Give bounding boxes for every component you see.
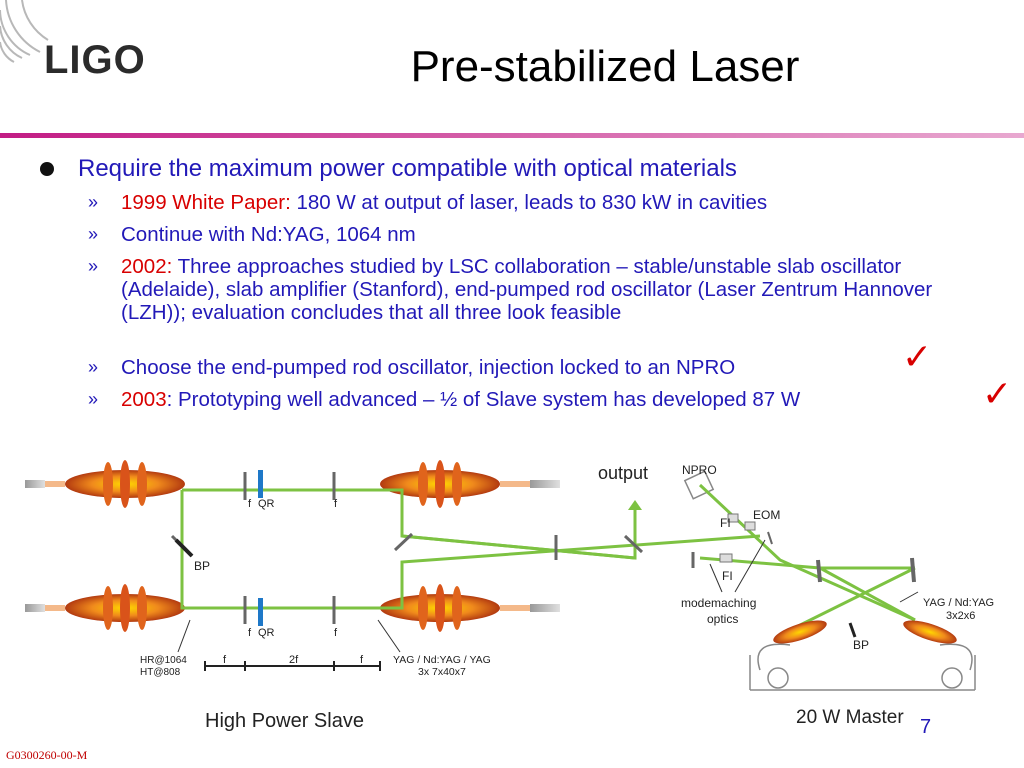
label-ht-808: HT@808: [140, 667, 181, 678]
sub-bullet-highlight: 2003: [121, 388, 167, 411]
pump-head-bottom-right: [380, 584, 560, 632]
pump-head-top-right: [380, 460, 560, 508]
sub-bullet-text: : Prototyping well advanced – ½ of Slave…: [166, 388, 801, 411]
sub-bullet-marker: »: [88, 389, 99, 409]
label-qr-bottom: QR: [258, 627, 275, 639]
sub-bullet-highlight: 2002:: [121, 255, 173, 278]
bullet-dot-icon: [40, 162, 54, 176]
sub-bullet-text: Three approaches studied by LSC collabor…: [121, 255, 933, 324]
label-npro: NPRO: [682, 463, 717, 477]
label-f-top-left: f: [248, 498, 252, 510]
label-f-bottom-right: f: [334, 627, 338, 639]
slave-pump-heads: [25, 460, 560, 632]
document-id: G0300260-00-M: [6, 748, 88, 762]
check-mark-icon: ✓: [982, 374, 1013, 415]
label-yag-slave-1: YAG / Nd:YAG / YAG: [393, 654, 491, 666]
label-f-top-right: f: [334, 498, 338, 510]
label-scale-f1: f: [223, 654, 227, 666]
label-scale-f2: f: [360, 654, 364, 666]
label-bp-slave: BP: [194, 559, 210, 573]
label-modematching: modemaching: [681, 596, 756, 610]
label-output: output: [598, 463, 648, 483]
main-bullet-text: Require the maximum power compatible wit…: [78, 155, 737, 182]
output-arrow-icon: [628, 500, 642, 510]
label-yag-slave-2: 3x 7x40x7: [418, 666, 466, 678]
label-high-power-slave: High Power Slave: [205, 710, 364, 732]
label-scale-2f: 2f: [289, 654, 299, 666]
label-hr-1064: HR@1064: [140, 655, 187, 666]
sub-bullet-marker: »: [88, 357, 99, 377]
sub-bullet-marker: »: [88, 256, 99, 276]
sub-bullet-marker: »: [88, 224, 99, 244]
page-number: 7: [920, 716, 932, 738]
label-f-bottom-left: f: [248, 627, 252, 639]
label-optics: optics: [707, 612, 738, 626]
sub-bullet-text: 180 W at output of laser, leads to 830 k…: [290, 191, 768, 214]
ligo-logo-arcs-icon: [0, 0, 49, 63]
label-qr-top: QR: [258, 498, 275, 510]
master-oscillator: [683, 470, 976, 691]
sub-bullet-text: Continue with Nd:YAG, 1064 nm: [121, 223, 416, 246]
label-bp-master: BP: [853, 638, 869, 652]
sub-bullet-text: Choose the end-pumped rod oscillator, in…: [121, 356, 736, 379]
sub-bullet-marker: »: [88, 192, 99, 212]
slave-beam-path: [180, 488, 761, 610]
ligo-logo-text: LIGO: [44, 38, 146, 82]
sub-bullet-highlight: 1999 White Paper:: [121, 191, 291, 214]
label-fi-bottom: FI: [722, 569, 733, 583]
laser-system-diagram: output NPRO EOM FI FI modemaching optics…: [25, 460, 994, 732]
label-yag-master-1: YAG / Nd:YAG: [923, 597, 994, 609]
title-divider: [0, 133, 1024, 138]
quartz-rotators: [258, 470, 263, 626]
label-20w-master: 20 W Master: [796, 707, 904, 728]
ligo-logo: LIGO: [0, 0, 200, 110]
slide-title: Pre-stabilized Laser: [410, 42, 800, 91]
pump-head-bottom-left: [25, 584, 185, 632]
scale-bar: [204, 661, 381, 671]
pump-head-top-left: [25, 460, 185, 508]
brewster-plate-slave: [174, 538, 194, 558]
label-fi-top: FI: [720, 516, 731, 530]
leader-lines: [177, 539, 919, 653]
label-yag-master-2: 3x2x6: [946, 610, 975, 622]
label-eom: EOM: [753, 508, 780, 522]
check-mark-icon: ✓: [902, 337, 933, 378]
